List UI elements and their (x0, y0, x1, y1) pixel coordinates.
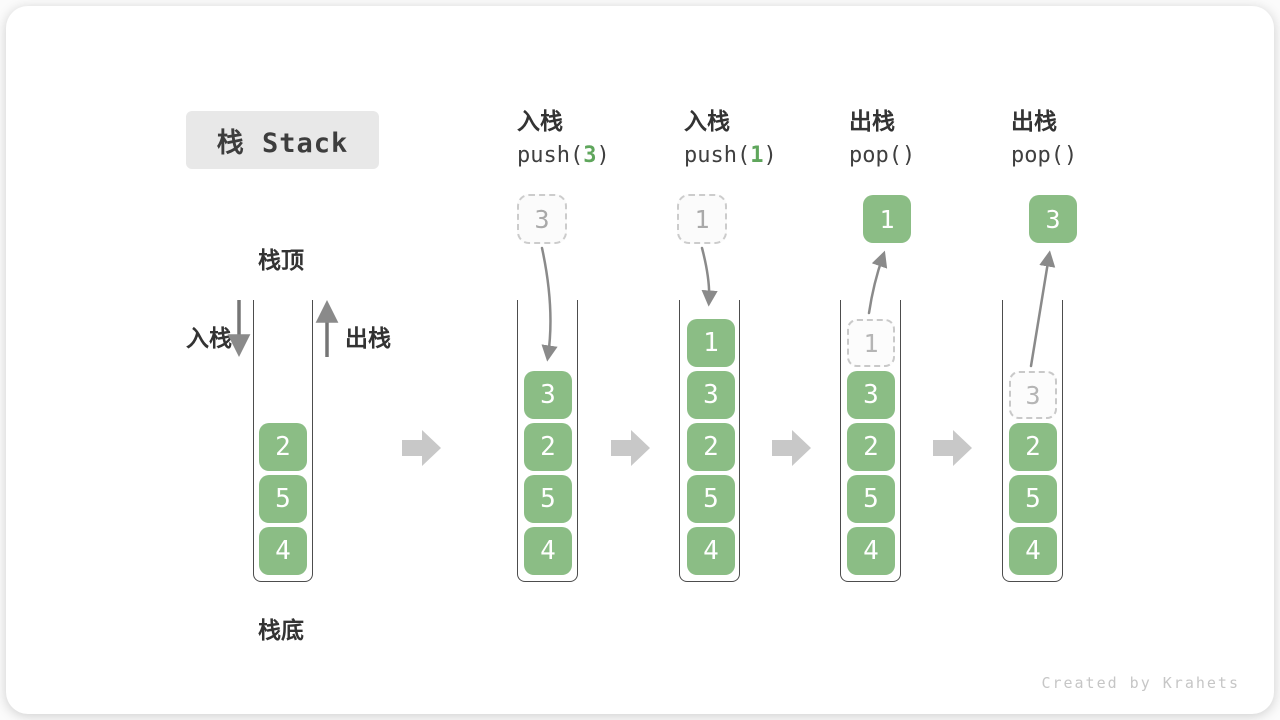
stack-cell: 5 (259, 475, 307, 523)
code-label-pop1: pop() (849, 143, 915, 169)
stack-top-label: 栈顶 (258, 247, 304, 273)
stack-cell: 4 (259, 527, 307, 575)
code-pre: push( (517, 143, 584, 168)
flow-arrow-icon (933, 430, 972, 466)
push-side-label: 入栈 (186, 325, 232, 351)
floating-cell-solid: 3 (1029, 195, 1077, 243)
code-pre: pop() (849, 143, 916, 168)
stack-cell: 4 (847, 527, 895, 575)
stack-cell: 2 (687, 423, 735, 471)
stack-cell: 5 (847, 475, 895, 523)
stack-bottom-label: 栈底 (258, 617, 304, 643)
stack-cell: 4 (524, 527, 572, 575)
code-arg: 1 (750, 143, 764, 168)
stack-cell: 2 (259, 423, 307, 471)
title-badge: 栈 Stack (186, 111, 379, 169)
stack-cell: 4 (687, 527, 735, 575)
flow-arrow-icon (402, 430, 441, 466)
op-label-push1: 入栈 (684, 108, 730, 134)
floating-cell-dashed: 3 (517, 194, 567, 244)
code-arg: 3 (583, 143, 597, 168)
pop-side-label: 出栈 (345, 325, 391, 351)
stack-cell: 4 (1009, 527, 1057, 575)
code-pre: pop() (1011, 143, 1078, 168)
flow-arrow-icon (611, 430, 650, 466)
op-label-pop3: 出栈 (1011, 108, 1057, 134)
ghost-cell: 1 (847, 319, 895, 367)
push-curve-arrow-icon (700, 246, 718, 307)
code-post: ) (596, 143, 610, 168)
flow-arrow-icon (772, 430, 811, 466)
code-label-push1: push(1) (684, 143, 777, 169)
stack-cell: 2 (1009, 423, 1057, 471)
code-label-push3: push(3) (517, 143, 610, 169)
stack-cell: 3 (687, 371, 735, 419)
stack-cell: 2 (524, 423, 572, 471)
stack-cell: 1 (687, 319, 735, 367)
ghost-cell: 3 (1009, 371, 1057, 419)
watermark: Created by Krahets (1041, 674, 1240, 692)
op-label-pop1: 出栈 (849, 108, 895, 134)
stack-cell: 2 (847, 423, 895, 471)
stack-cell: 3 (524, 371, 572, 419)
code-post: ) (763, 143, 777, 168)
stack-cell: 3 (847, 371, 895, 419)
op-label-push3: 入栈 (517, 108, 563, 134)
floating-cell-solid: 1 (863, 195, 911, 243)
stack-cell: 5 (687, 475, 735, 523)
code-label-pop3: pop() (1011, 143, 1077, 169)
code-pre: push( (684, 143, 751, 168)
diagram-card: 栈 Stack 栈顶 栈底 入栈 出栈 入栈 push(3) 入栈 push(1… (6, 6, 1274, 714)
floating-cell-dashed: 1 (677, 194, 727, 244)
stack-cell: 5 (1009, 475, 1057, 523)
stack-cell: 5 (524, 475, 572, 523)
